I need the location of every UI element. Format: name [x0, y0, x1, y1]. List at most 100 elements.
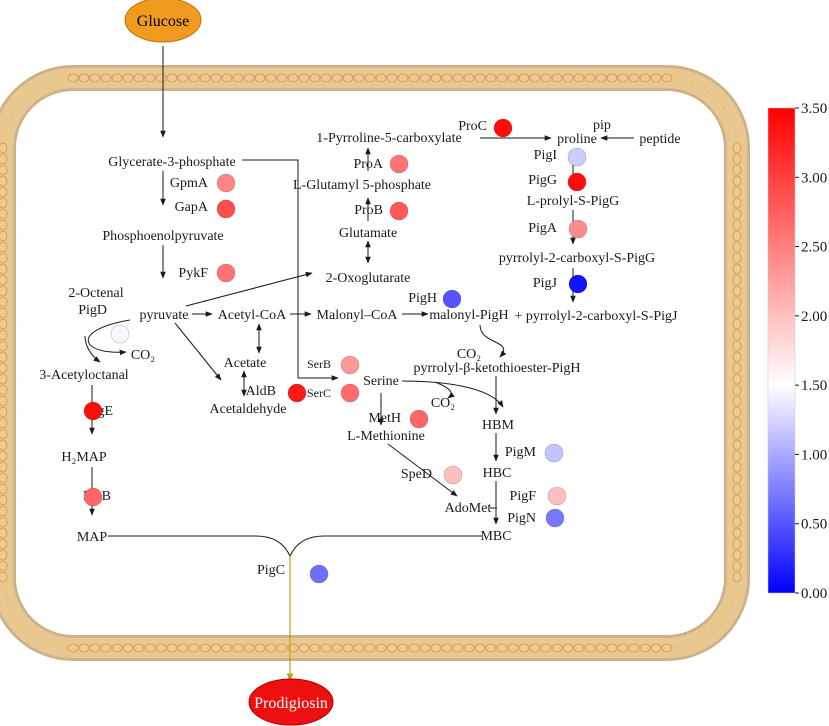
enzyme-label-pigm: PigM: [505, 445, 537, 460]
membrane-bead: [122, 73, 134, 83]
membrane-bead: [0, 362, 8, 374]
membrane-bead: [639, 73, 651, 83]
membrane-bead: [0, 450, 8, 462]
membrane-bead: [732, 538, 742, 550]
enzyme-dot-pigh: [442, 289, 462, 309]
membrane-bead: [732, 395, 742, 407]
membrane-bead: [732, 296, 742, 308]
enzyme-label-meth: MetH: [368, 411, 401, 426]
membrane-bead: [732, 461, 742, 473]
membrane-bead: [732, 494, 742, 506]
membrane-bead: [0, 340, 8, 352]
membrane-bead: [0, 329, 8, 341]
enzyme-label-gapa: GapA: [175, 200, 209, 215]
membrane-bead: [732, 373, 742, 385]
membrane-bead: [177, 73, 189, 83]
membrane-bead: [732, 197, 742, 209]
membrane-bead: [353, 643, 365, 653]
enzyme-dot-prob: [389, 201, 409, 221]
membrane-bead: [595, 643, 607, 653]
metabolite-pep: Phosphoenolpyruvate: [102, 229, 223, 244]
membrane-bead: [562, 643, 574, 653]
membrane-bead: [0, 351, 8, 363]
membrane-bead: [320, 643, 332, 653]
membrane-bead: [320, 73, 332, 83]
metabolite-prolyl: L-prolyl-S-PigG: [527, 194, 620, 209]
membrane-bead: [386, 73, 398, 83]
membrane-bead: [732, 527, 742, 539]
membrane-bead: [419, 73, 431, 83]
membrane-bead: [732, 285, 742, 297]
membrane-bead: [485, 643, 497, 653]
membrane-bead: [364, 643, 376, 653]
membrane-bead: [732, 340, 742, 352]
membrane-bead: [0, 527, 8, 539]
membrane-bead: [573, 73, 585, 83]
metabolite-ketothio: pyrrolyl-β-ketothioester-PigH: [413, 361, 580, 376]
glucose-label: Glucose: [137, 13, 189, 30]
enzyme-dot-meth: [409, 409, 429, 429]
metabolite-oxoglutarate: 2-Oxoglutarate: [326, 271, 411, 286]
membrane-bead: [111, 73, 123, 83]
membrane-bead: [408, 643, 420, 653]
membrane-bead: [155, 73, 167, 83]
membrane-bead: [606, 73, 618, 83]
enzyme-dot-gapa: [216, 199, 236, 219]
metabolite-pip: pip: [593, 118, 611, 133]
membrane-bead: [188, 73, 200, 83]
membrane-bead: [573, 643, 585, 653]
enzyme-dot-pigc: [309, 564, 329, 584]
membrane-bead: [496, 643, 508, 653]
colorbar-tick-label: 3.00: [801, 170, 827, 186]
membrane-bead: [133, 643, 145, 653]
membrane-bead: [661, 73, 673, 83]
enzyme-dot-serb: [340, 355, 360, 375]
enzyme-dot-pykf: [216, 263, 236, 283]
metabolite-malonylpigh: malonyl-PigH: [429, 308, 508, 323]
membrane-bead: [0, 505, 8, 517]
membrane-bead: [617, 73, 629, 83]
membrane-bead: [732, 362, 742, 374]
enzyme-label-pigd: PigD: [78, 303, 107, 318]
membrane-bead: [144, 73, 156, 83]
membrane-bead: [364, 73, 376, 83]
membrane-bead: [0, 142, 8, 154]
enzyme-dot-pign: [545, 508, 565, 528]
enzyme-dot-pigi: [567, 147, 587, 167]
membrane-bead: [732, 263, 742, 275]
membrane-bead: [463, 643, 475, 653]
membrane-bead: [732, 406, 742, 418]
membrane-bead: [243, 643, 255, 653]
enzyme-dot-pigb: [83, 487, 103, 507]
membrane-bead: [100, 643, 112, 653]
membrane-bead: [732, 230, 742, 242]
membrane-bead: [732, 142, 742, 154]
membrane-bead: [518, 643, 530, 653]
metabolite-adomet: AdoMet: [445, 501, 492, 516]
membrane-bead: [0, 516, 8, 528]
membrane-bead: [474, 643, 486, 653]
colorbar-tick-label: 1.00: [801, 447, 827, 463]
membrane-bead: [144, 643, 156, 653]
membrane-bead: [0, 285, 8, 297]
enzyme-dot-sped: [443, 465, 463, 485]
metabolite-glutamylp: L-Glutamyl 5-phosphate: [293, 178, 431, 193]
membrane-bead: [732, 516, 742, 528]
enzyme-label-pigh: PigH: [408, 291, 437, 306]
membrane-bead: [732, 241, 742, 253]
membrane-bead: [562, 73, 574, 83]
enzyme-dot-pige: [83, 401, 103, 421]
enzyme-label-pykf: PykF: [178, 266, 208, 281]
membrane-bead: [732, 164, 742, 176]
membrane-bead: [155, 643, 167, 653]
membrane-bead: [732, 208, 742, 220]
membrane-bead: [732, 329, 742, 341]
membrane-bead: [287, 73, 299, 83]
pathway-arrows: [84, 46, 634, 558]
enzyme-dot-serc: [340, 383, 360, 403]
metabolite-peptide: peptide: [639, 132, 680, 147]
membrane-bead: [732, 472, 742, 484]
membrane-bead: [0, 538, 8, 550]
membrane-bead: [661, 643, 673, 653]
enzyme-label-proa: ProA: [353, 157, 383, 172]
